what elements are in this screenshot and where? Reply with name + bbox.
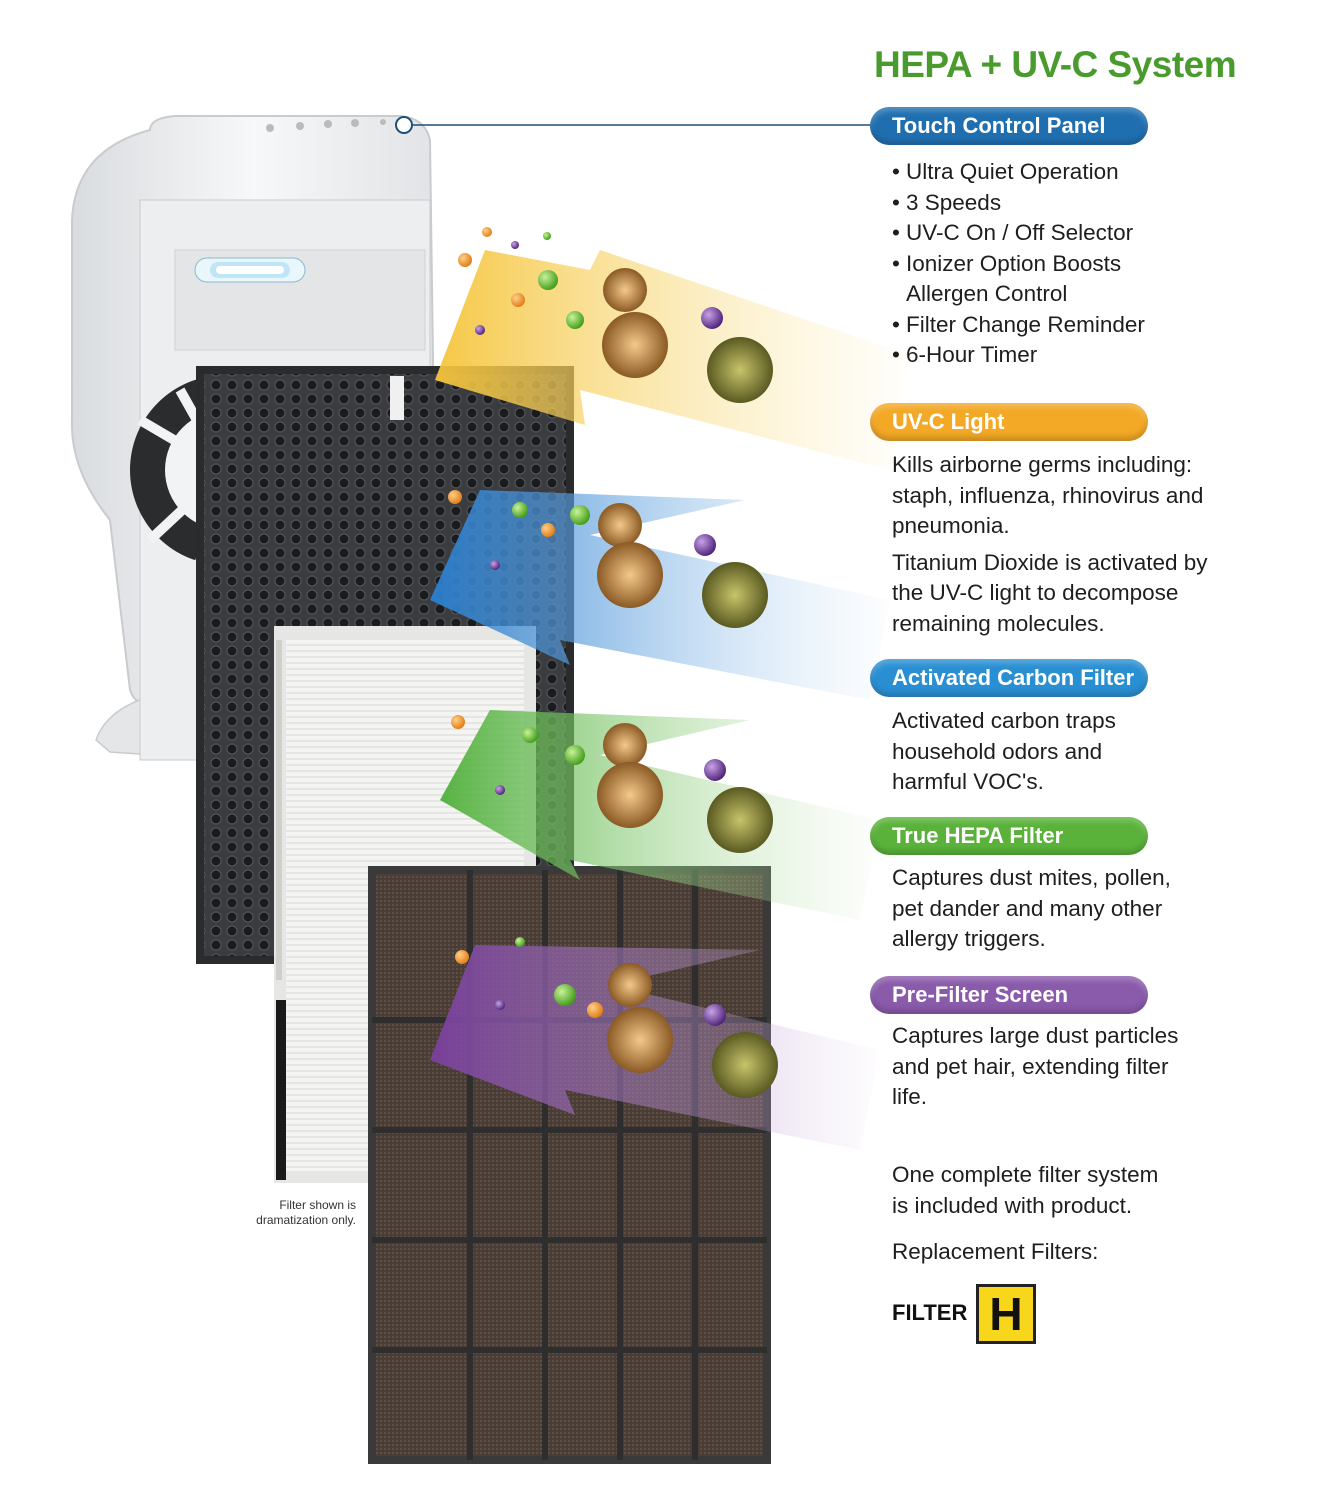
- dramatization-disclaimer: Filter shown is dramatization only.: [256, 1198, 356, 1227]
- page-title: HEPA + UV-C System: [874, 44, 1237, 85]
- replacement-filters-label: Replacement Filters:: [892, 1239, 1099, 1264]
- particles: [448, 227, 726, 1026]
- hepa-filter-description: Captures dust mites, pollen, pet dander …: [892, 863, 1182, 955]
- pre-filter-description: Captures large dust particles and pet ha…: [892, 1021, 1192, 1113]
- allergen-images: [597, 268, 778, 1098]
- uv-c-text: Kills airborne germs including: staph, i…: [892, 452, 1204, 538]
- carbon-text: Activated carbon traps household odors a…: [892, 708, 1116, 794]
- feature-item: 6-Hour Timer: [892, 340, 1302, 371]
- touch-control-features: Ultra Quiet Operation 3 Speeds UV-C On /…: [892, 157, 1302, 371]
- filter-letter-badge: H: [976, 1284, 1036, 1344]
- filter-label: FILTER: [892, 1300, 968, 1325]
- feature-item: UV-C On / Off Selector: [892, 218, 1302, 249]
- green-arrow: [440, 710, 880, 920]
- carbon-filter-description: Activated carbon traps household odors a…: [892, 706, 1142, 798]
- included-note: One complete filter system is included w…: [892, 1162, 1159, 1218]
- control-panel-pointer: [395, 116, 878, 134]
- uv-c-text: Titanium Dioxide is activated by the UV-…: [892, 549, 1208, 636]
- feature-item: Ionizer Option Boosts Allergen Control: [892, 249, 1156, 310]
- yellow-arrow: [435, 250, 910, 470]
- true-hepa-filter-label: True HEPA Filter: [870, 817, 1148, 855]
- blue-arrow: [430, 490, 890, 700]
- feature-item: 3 Speeds: [892, 188, 1302, 219]
- uv-c-light-description: Kills airborne germs including: staph, i…: [892, 450, 1217, 639]
- feature-item: Filter Change Reminder: [892, 310, 1302, 341]
- feature-item: Ultra Quiet Operation: [892, 157, 1302, 188]
- pre-filter-text: Captures large dust particles and pet ha…: [892, 1023, 1179, 1109]
- activated-carbon-filter-label: Activated Carbon Filter: [870, 659, 1148, 697]
- uv-c-light-label: UV-C Light: [870, 403, 1148, 441]
- pre-filter-screen-label: Pre-Filter Screen: [870, 976, 1148, 1014]
- hepa-text: Captures dust mites, pollen, pet dander …: [892, 865, 1171, 951]
- touch-control-panel-label: Touch Control Panel: [870, 107, 1148, 145]
